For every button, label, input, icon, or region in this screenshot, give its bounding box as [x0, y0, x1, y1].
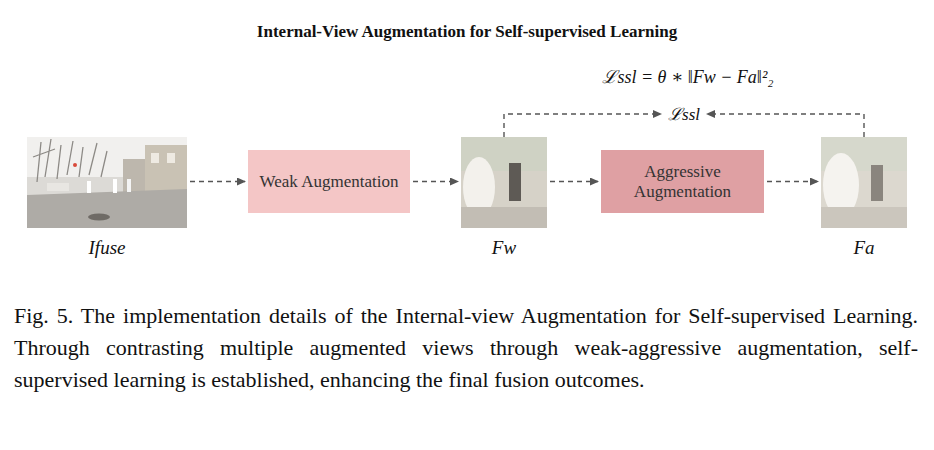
loss-formula: ℒssl = θ ∗ ‖Fw − Fa‖²₂ [602, 64, 773, 88]
building [123, 159, 145, 195]
dashed-line [504, 114, 661, 137]
dashed-line [550, 181, 598, 182]
image-label: Ifuse [89, 237, 126, 259]
dashed-line [707, 114, 864, 137]
image-node: Fw [461, 137, 547, 228]
image-ground [461, 137, 547, 228]
window [167, 153, 175, 163]
manhole [88, 214, 110, 221]
ground [821, 207, 907, 228]
flow-arrow [190, 181, 245, 182]
dashed-line [190, 181, 245, 182]
dark-figure [871, 165, 883, 201]
flow-arrow [550, 181, 598, 182]
box-label: Aggressive Augmentation [601, 162, 764, 202]
traffic-light [73, 163, 77, 167]
process-box: Weak Augmentation [248, 150, 410, 213]
figure-caption: Fig. 5. The implementation details of th… [14, 300, 918, 396]
process-box: Aggressive Augmentation [601, 150, 764, 213]
dashed-line [767, 181, 818, 182]
flow-arrow [413, 181, 458, 182]
image-label: Fw [492, 237, 516, 259]
road [27, 189, 187, 228]
building [145, 145, 187, 195]
loss-label: ℒssl [665, 102, 703, 125]
flow-arrow [767, 181, 818, 182]
pedestrian [113, 179, 117, 193]
dark-figure [509, 163, 521, 201]
fused-image [27, 137, 187, 228]
image-ground [27, 137, 187, 228]
window [151, 153, 159, 163]
box-label: Weak Augmentation [254, 172, 405, 192]
aggressive-view-image [821, 137, 907, 228]
weak-view-image [461, 137, 547, 228]
image-label: Fa [853, 237, 874, 259]
pedestrian [87, 181, 91, 193]
dashed-line [413, 181, 458, 182]
car [47, 183, 69, 191]
image-node: Ifuse [27, 137, 187, 228]
figure-title: Internal-View Augmentation for Self-supe… [0, 22, 934, 42]
image-node: Fa [821, 137, 907, 228]
image-ground [821, 137, 907, 228]
pedestrian [127, 179, 131, 192]
tree-branches [33, 139, 107, 182]
ground [461, 207, 547, 228]
